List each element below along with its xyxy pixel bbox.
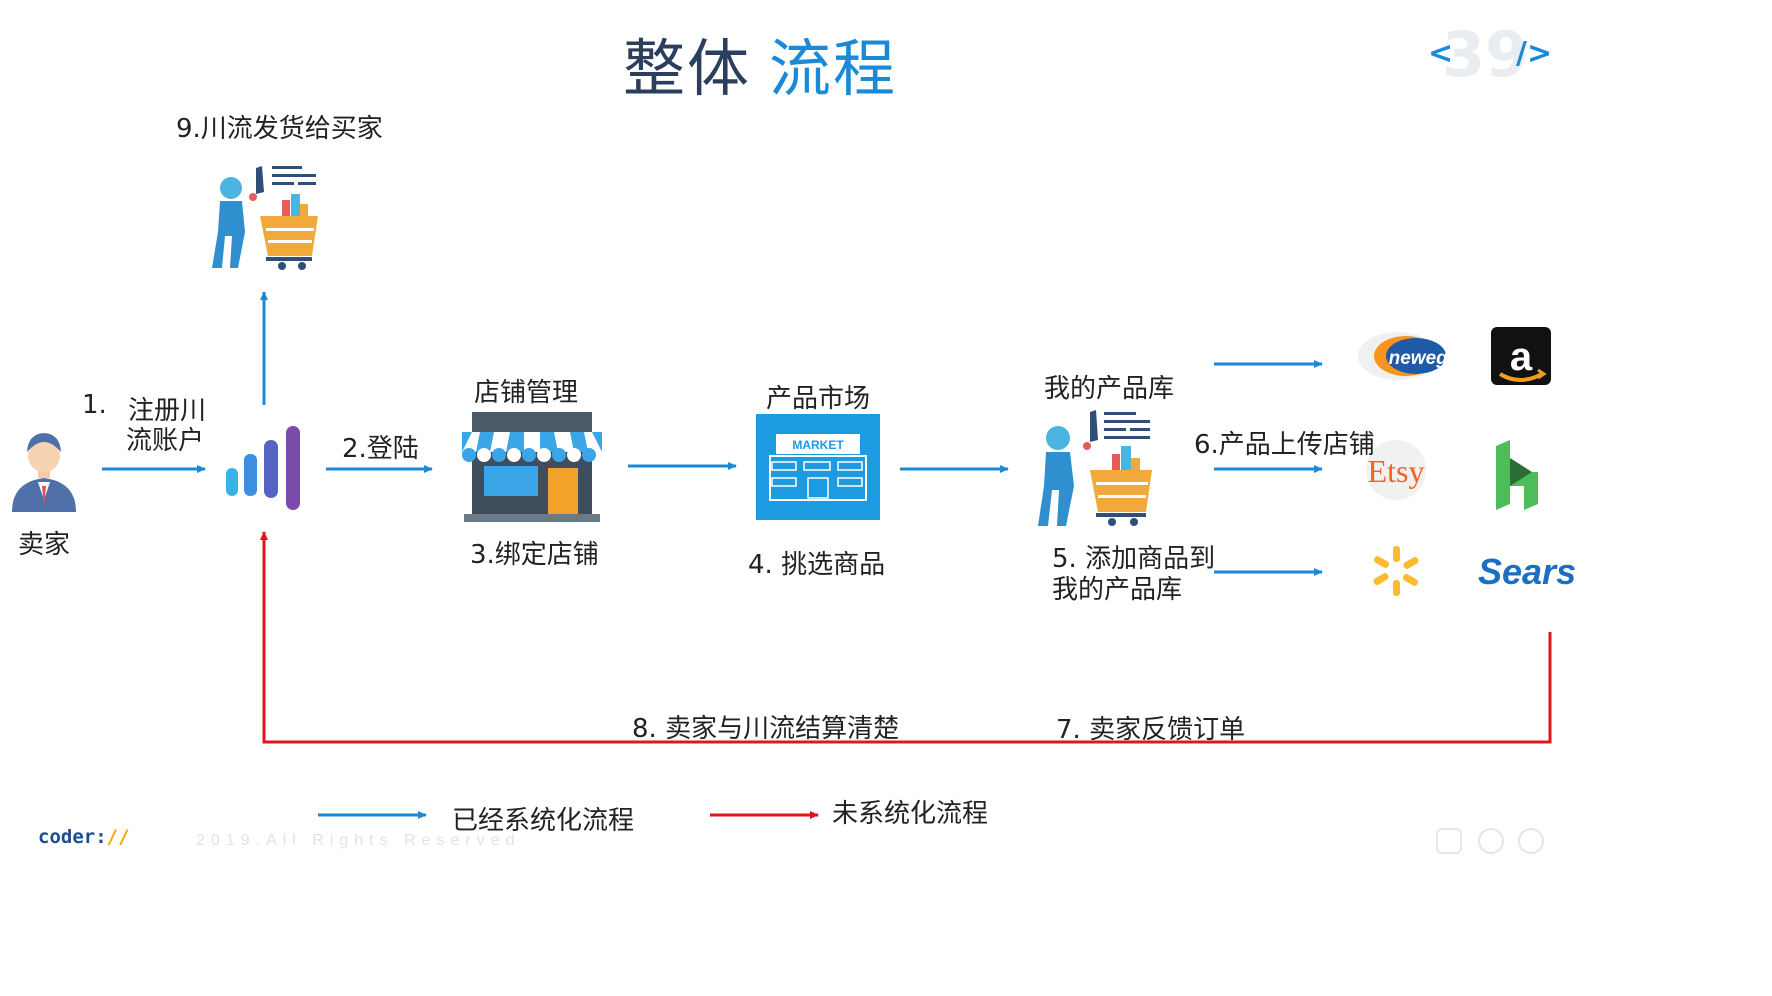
chuanliu-logo-icon [226, 426, 300, 510]
seller-label: 卖家 [18, 530, 71, 560]
library-shopper-icon [1038, 410, 1152, 526]
reddit-icon[interactable] [1478, 828, 1504, 854]
newegg-text: newegg [1389, 348, 1460, 369]
market-label: 产品市场 [766, 384, 871, 414]
page-number: < 39 /> [1428, 18, 1578, 91]
store-mgmt-label: 店铺管理 [474, 378, 579, 408]
legend-red-label: 未系统化流程 [832, 799, 989, 829]
instagram-icon[interactable] [1436, 828, 1462, 854]
market-sign-text: MARKET [792, 438, 844, 452]
amazon-logo-icon [1491, 327, 1551, 385]
copyright-text: 2019.All Rights Reserved [196, 832, 521, 849]
step4-label: 4. 挑选商品 [748, 550, 886, 580]
page-title: 整体流程 [0, 18, 1520, 108]
step8-label: 8. 卖家与川流结算清楚 [632, 714, 900, 744]
step7-label: 7. 卖家反馈订单 [1056, 715, 1246, 745]
etsy-logo-icon [1366, 440, 1426, 500]
market-icon [756, 414, 880, 520]
step9-label: 9.川流发货给买家 [176, 114, 383, 144]
sears-logo-text: Sears [1478, 551, 1576, 592]
github-icon[interactable] [1518, 828, 1544, 854]
step1-line2: 注册川 [128, 396, 207, 426]
step1-number: 1. [82, 390, 107, 420]
shipping-shopper-icon [212, 166, 318, 270]
arrow-feedback-path [260, 531, 1552, 744]
step3-label: 3.绑定店铺 [470, 540, 599, 570]
page-number-right: /> [1516, 36, 1553, 71]
store-icon [462, 412, 602, 522]
page-number-left: < [1428, 36, 1454, 71]
page-number-value: 39 [1442, 18, 1529, 91]
step1-line3: 流账户 [126, 426, 205, 456]
seller-avatar-icon [12, 433, 76, 512]
newegg-logo-icon [1358, 332, 1446, 380]
walmart-spark-icon [1373, 546, 1419, 596]
etsy-text: Etsy [1368, 453, 1425, 489]
footer-logo-accent: // [106, 826, 130, 848]
step6-label: 6.产品上传店铺 [1194, 430, 1375, 460]
footer-logo: coder:// [38, 826, 130, 848]
step5-line1: 5. 添加商品到 [1052, 544, 1216, 574]
amazon-text: a [1510, 335, 1533, 379]
title-part2: 流程 [769, 32, 898, 105]
step5-line2: 我的产品库 [1052, 575, 1183, 605]
title-part1: 整体 [622, 32, 751, 105]
legend-blue-label: 已经系统化流程 [452, 806, 635, 836]
footer-logo-text: coder: [38, 826, 107, 848]
step2-label: 2.登陆 [342, 434, 419, 464]
my-library-label: 我的产品库 [1044, 374, 1175, 404]
houzz-logo-icon [1496, 440, 1538, 510]
